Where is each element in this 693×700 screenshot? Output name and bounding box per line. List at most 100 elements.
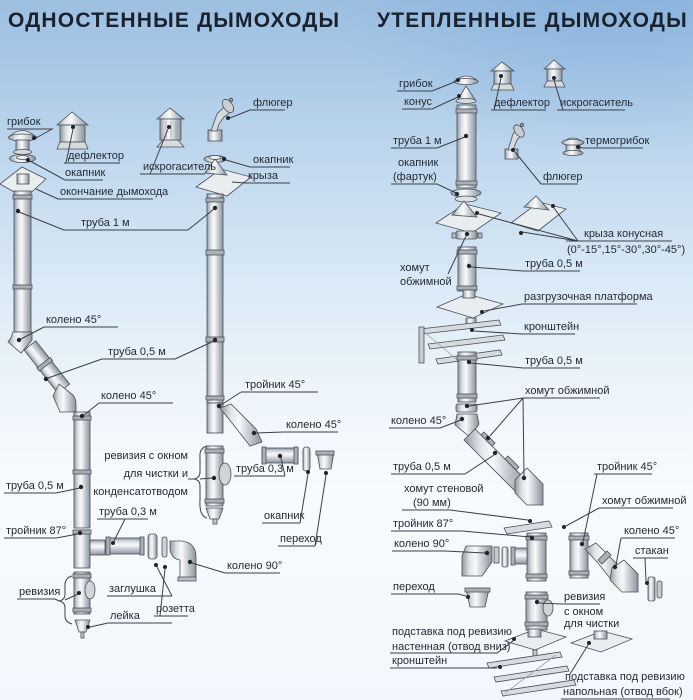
elbow90-right [461, 545, 509, 577]
label-okapnik-top-left: окапник [65, 167, 106, 179]
bracket-right-2 [486, 651, 577, 697]
label-truba-05-mid-left: труба 0,5 м [108, 346, 166, 358]
label-truba-05-1-right: труба 0,5 м [525, 258, 583, 270]
leyka-drain-left [74, 619, 91, 639]
tee87-left [72, 529, 106, 569]
label-khomut-line1-right: хомут [400, 262, 430, 274]
label-koleno45-2-left: колено 45° [101, 390, 157, 402]
pipe-1m-left [12, 190, 33, 333]
label-truba-05-2-right: труба 0,5 м [525, 355, 583, 367]
label-khomut-sten-line2-right: (90 мм) [413, 497, 451, 509]
label-iskrogasitel-right: искрогаситель [560, 97, 634, 109]
revision-window-b [204, 445, 232, 525]
label-podstavka2-line2-right: напольная (отвод вбок) [563, 686, 683, 698]
label-gribok-right: грибок [399, 78, 433, 90]
wall-clamp-90mm [503, 520, 553, 535]
label-okapnik-b-left: окапник [253, 154, 294, 166]
revision-window-right [524, 591, 554, 631]
elbow45-lower-left [52, 383, 77, 413]
label-platforma-right: разгрузочная платформа [524, 291, 653, 303]
stakan-right [647, 576, 663, 602]
label-perekhod-right: переход [393, 581, 435, 593]
label-troynik87-left: тройник 87° [6, 525, 67, 537]
attachment-dots [15, 74, 649, 669]
pipe-1m-right [455, 104, 478, 189]
label-podstavka2-line1-right: подставка под ревизию [565, 671, 685, 683]
label-truba-03-a-left: труба 0,3 м [99, 506, 157, 518]
elbow45-upper-left [7, 331, 33, 354]
flyuger-right [504, 122, 525, 160]
label-khomut-2-right: хомут обжимной [525, 385, 610, 397]
label-koleno90-left: колено 90° [227, 560, 283, 572]
label-troynik87-right: тройник 87° [393, 518, 454, 530]
label-koleno45-1-left: колено 45° [46, 314, 102, 326]
label-rev-line3-right: для чистки [564, 618, 620, 630]
unloading-platform [435, 289, 505, 326]
label-troynik45-right: тройник 45° [597, 461, 658, 473]
label-okapnik-line1-right: окапник [398, 157, 439, 169]
label-truba-1m-left: труба 1 м [81, 217, 130, 229]
pipe-05m-right-1 [456, 246, 478, 292]
label-gribok-left: грибок [7, 116, 41, 128]
label-flyuger-right: флюгер [543, 171, 583, 183]
label-khomut-line2-right: обжимной [400, 276, 452, 288]
label-konus-right: конус [404, 96, 433, 108]
kryza-konusnaya-1 [435, 200, 502, 234]
okapnik-fartuk-right [450, 188, 482, 203]
label-koleno45-1-right: колено 45° [391, 415, 447, 427]
label-kryza-line1-right: крыза конусная [584, 228, 664, 240]
label-okapnik-line2-right: (фартук) [393, 171, 437, 183]
label-khomut-3-right: хомут обжимной [602, 495, 687, 507]
podstavka-floor [569, 630, 634, 653]
label-koleno45-2-right: колено 45° [624, 525, 680, 537]
label-truba-05-a-left: труба 0,5 м [6, 480, 64, 492]
kryza-konusnaya-2 [510, 195, 567, 232]
elbow90-left [169, 540, 197, 582]
label-truba-03-b-left: труба 0,3 м [236, 463, 294, 475]
label-okonchanie-left: окончание дымохода [60, 186, 169, 198]
right-chimney-parts [418, 59, 663, 697]
label-rozetta-left: розетта [156, 603, 195, 615]
label-kronshteyn-2-right: кронштейн [392, 655, 448, 667]
left-chimney-parts [0, 97, 335, 639]
tee45-b [206, 402, 263, 447]
iskrogasitel-right [542, 59, 567, 88]
label-truba-05-3-right: труба 0,5 м [393, 461, 451, 473]
label-rev-line2-right: с окном [564, 606, 604, 618]
label-okapnik-b2-left: окапник [264, 510, 305, 522]
label-flyuger-left: флюгер [253, 97, 293, 109]
label-iskrogasitel-left: искрогаситель [143, 161, 217, 173]
diagonal-pipe-right [463, 428, 528, 493]
flyuger-left [207, 97, 235, 142]
label-podstavka1-line2-right: настенная (отвод вниз) [392, 641, 511, 653]
label-deflektor-right: дефлектор [494, 97, 550, 109]
leader-lines [4, 77, 675, 700]
konus-right [455, 85, 477, 104]
label-perekhod-left: переход [280, 533, 322, 545]
title-right: УТЕПЛЕННЫЕ ДЫМОХОДЫ [377, 9, 688, 32]
side-branch-left [105, 533, 168, 560]
label-koleno45-3-left: колено 45° [286, 419, 342, 431]
label-leyka-left: лейка [110, 610, 140, 622]
label-revision-line3-left: конденсатотводом [93, 486, 188, 498]
label-kronshteyn-1-right: кронштейн [524, 321, 580, 333]
diagonal-pipe-left [23, 340, 71, 394]
label-termogribok-right: термогрибок [585, 135, 650, 147]
label-koleno90-right: колено 90° [394, 538, 450, 550]
title-left: ОДНОСТЕННЫЕ ДЫМОХОДЫ [8, 9, 341, 32]
label-truba-1m-right: труба 1 м [393, 135, 442, 147]
label-reviziya-left: ревизия [19, 586, 61, 598]
deflektor-right [489, 61, 516, 91]
pipe-column-b [205, 193, 225, 404]
podstavka-wall [503, 628, 568, 659]
tee87-right [510, 532, 548, 582]
label-revision-line1-left: ревизия с окном [104, 450, 188, 462]
label-deflektor-left: дефлектор [68, 150, 124, 162]
label-stakan-right: стакан [635, 545, 669, 557]
label-kryza-left: крыза [248, 170, 278, 182]
label-kryza-line2-right: (0°-15°,15°-30°,30°-45°) [567, 244, 686, 256]
label-podstavka1-line1-right: подставка под ревизию [392, 626, 512, 638]
pipe-05m-right-2 [456, 351, 478, 403]
